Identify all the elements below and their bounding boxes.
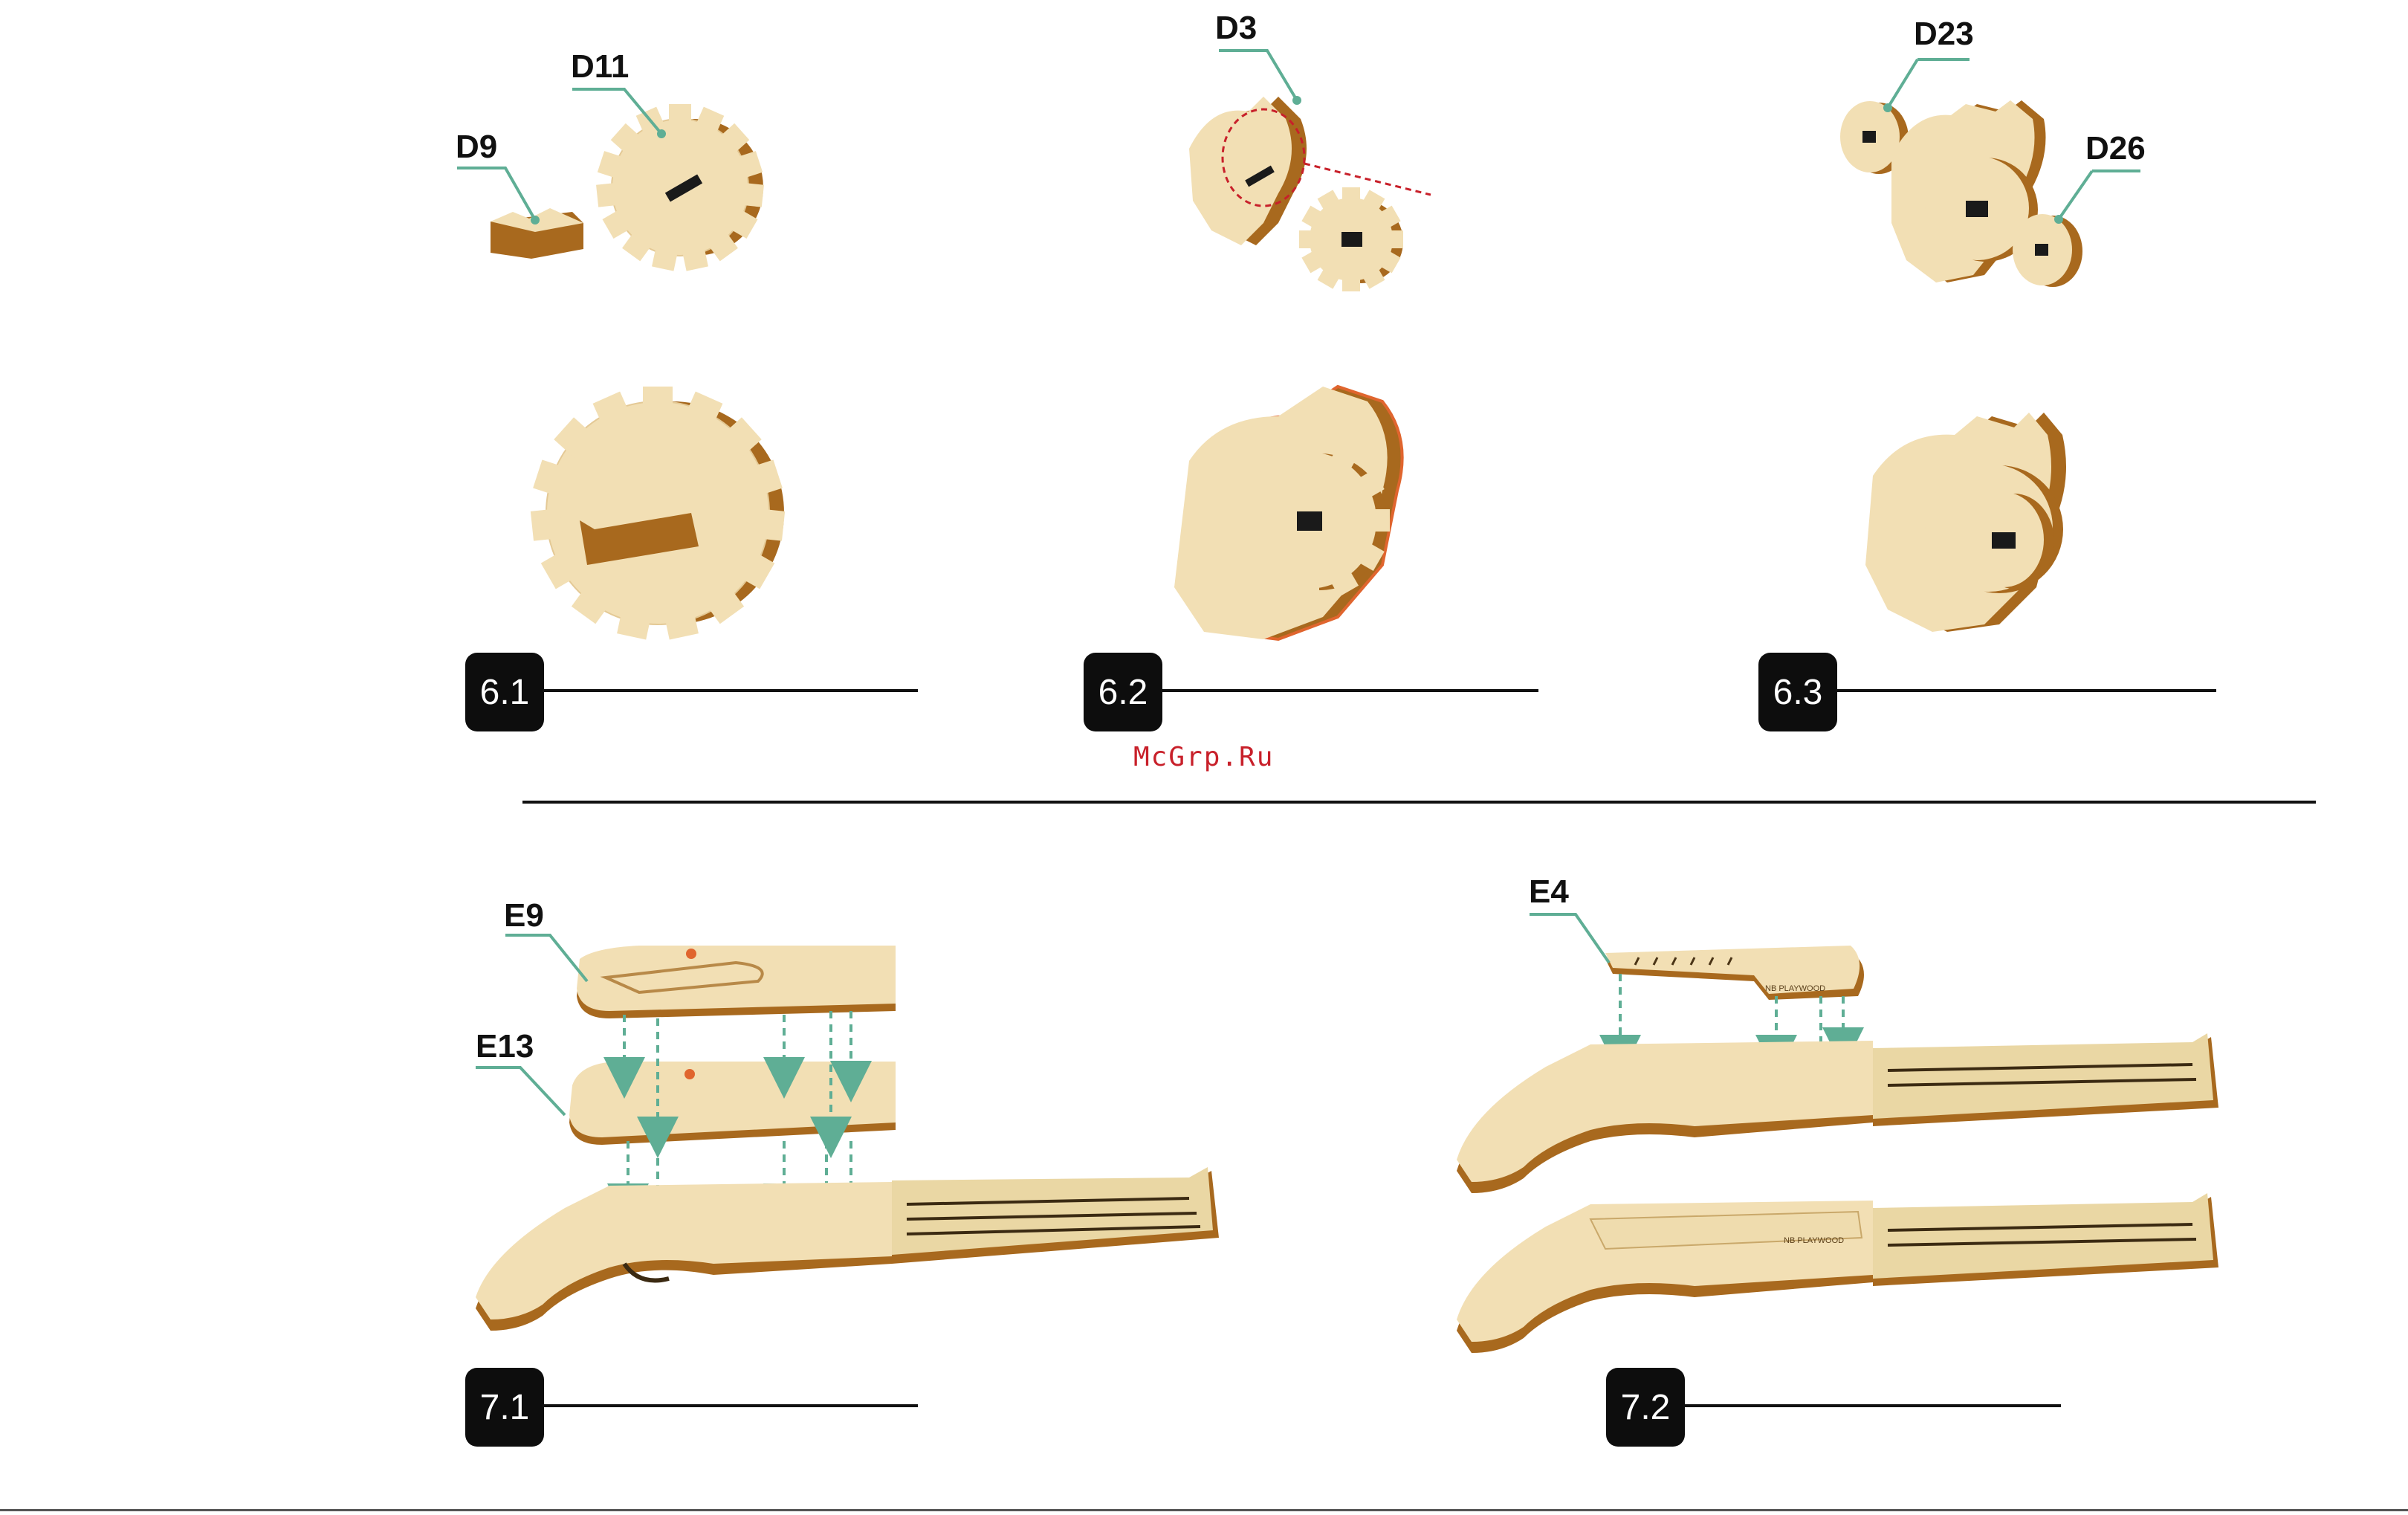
part-label-d26: D26 — [2085, 132, 2146, 165]
part-label-d11: D11 — [571, 51, 629, 83]
part-label-d9: D9 — [456, 131, 497, 164]
step-line-6-2 — [1161, 689, 1538, 692]
part-d9-illustration — [491, 208, 583, 259]
part-label-d3: D3 — [1215, 12, 1257, 45]
step-6-2-exploded — [1189, 51, 1431, 291]
gun-upper-7-2 — [1457, 1033, 2218, 1193]
step-badge-6-1: 6.1 — [465, 653, 544, 731]
step-6-1-exploded — [457, 89, 764, 271]
step-badge-6-3: 6.3 — [1758, 653, 1837, 731]
leader-lines-7-1 — [476, 935, 587, 1115]
part-label-e9: E9 — [504, 899, 544, 932]
step-6-2-assembled — [1174, 387, 1402, 639]
step-badge-6-2: 6.2 — [1084, 653, 1162, 731]
step-6-3-exploded — [1840, 59, 2140, 287]
part-label-e4: E4 — [1529, 876, 1569, 908]
leader-lines-6-2 — [1219, 51, 1297, 100]
section-divider — [522, 801, 2316, 804]
part-label-e13: E13 — [476, 1030, 534, 1063]
engraving-e4: NB PLAYWOOD — [1765, 984, 1825, 993]
leader-lines-7-2 — [1530, 914, 1609, 963]
step-line-7-2 — [1683, 1404, 2061, 1407]
step-line-6-1 — [543, 689, 918, 692]
gun-lower-7-2 — [1457, 1193, 2218, 1353]
step-badge-7-2: 7.2 — [1606, 1368, 1685, 1447]
watermark: McGrp.Ru — [1133, 742, 1274, 772]
part-label-d23: D23 — [1914, 18, 1974, 51]
page-bottom-edge — [0, 1509, 2408, 1511]
step-6-1-assembled — [531, 387, 785, 639]
step-badge-7-1: 7.1 — [465, 1368, 544, 1447]
step-line-7-1 — [543, 1404, 918, 1407]
part-d11-illustration — [596, 104, 764, 271]
step-7-2-exploded — [1457, 914, 2218, 1353]
step-6-3-assembled — [1865, 413, 2066, 632]
engraving-assembled: NB PLAYWOOD — [1784, 1236, 1844, 1245]
step-line-6-3 — [1836, 689, 2216, 692]
gun-body-7-1 — [476, 1167, 1219, 1331]
step-7-1-exploded — [476, 935, 1219, 1331]
